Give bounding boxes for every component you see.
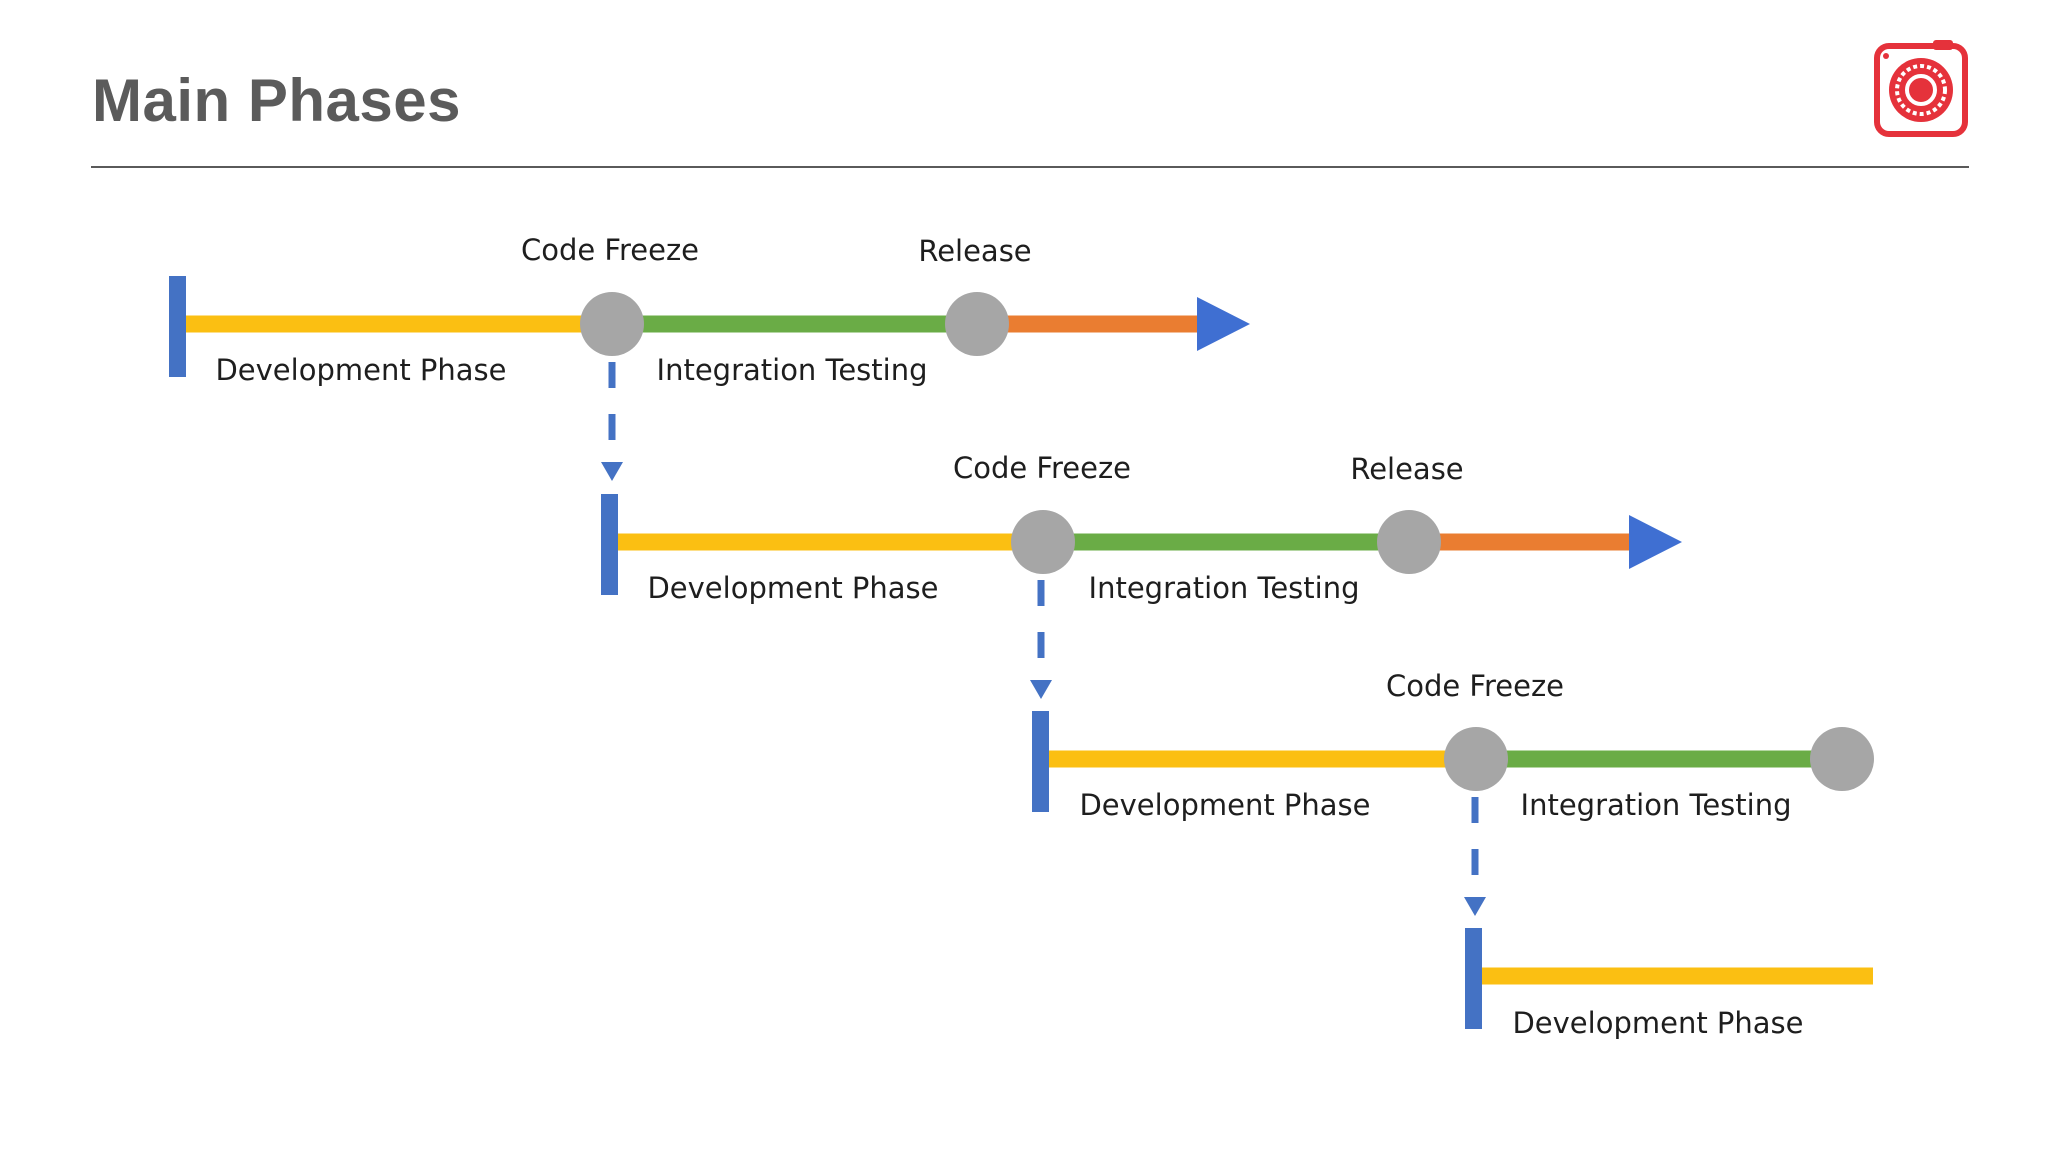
title-divider (91, 166, 1969, 168)
timeline-arrowhead (1197, 297, 1250, 351)
development-phase-label: Development Phase (647, 571, 938, 605)
end-milestone (1810, 727, 1874, 791)
handoff-connector-3 (1464, 797, 1486, 916)
development-phase-label: Development Phase (215, 353, 506, 387)
timeline-2: Code Freeze Release Development Phase In… (601, 451, 1682, 605)
code-freeze-milestone (580, 292, 644, 356)
start-marker (1032, 711, 1049, 812)
release-label: Release (918, 234, 1031, 268)
release-label: Release (1350, 452, 1463, 486)
timeline-4: Development Phase (1465, 928, 1873, 1040)
page-title: Main Phases (92, 67, 461, 134)
code-freeze-milestone (1444, 727, 1508, 791)
release-milestone (1377, 510, 1441, 574)
down-arrow-icon (601, 462, 623, 481)
timeline-3: Code Freeze Development Phase Integratio… (1032, 669, 1874, 822)
down-arrow-icon (1464, 897, 1486, 916)
integration-testing-label: Integration Testing (1521, 788, 1792, 822)
development-phase-label: Development Phase (1512, 1006, 1803, 1040)
start-marker (169, 276, 186, 377)
start-marker (1465, 928, 1482, 1029)
code-freeze-label: Code Freeze (521, 233, 699, 267)
handoff-connector-1 (601, 362, 623, 481)
down-arrow-icon (1030, 680, 1052, 699)
development-phase-label: Development Phase (1079, 788, 1370, 822)
timeline-1: Code Freeze Release Development Phase In… (169, 233, 1250, 387)
timeline-arrowhead (1629, 515, 1682, 569)
code-freeze-label: Code Freeze (1386, 669, 1564, 703)
handoff-connector-2 (1030, 580, 1052, 699)
start-marker (601, 494, 618, 595)
camera-lens-icon (1874, 40, 1968, 137)
code-freeze-milestone (1011, 510, 1075, 574)
integration-testing-label: Integration Testing (1089, 571, 1360, 605)
release-milestone (945, 292, 1009, 356)
code-freeze-label: Code Freeze (953, 451, 1131, 485)
integration-testing-label: Integration Testing (657, 353, 928, 387)
